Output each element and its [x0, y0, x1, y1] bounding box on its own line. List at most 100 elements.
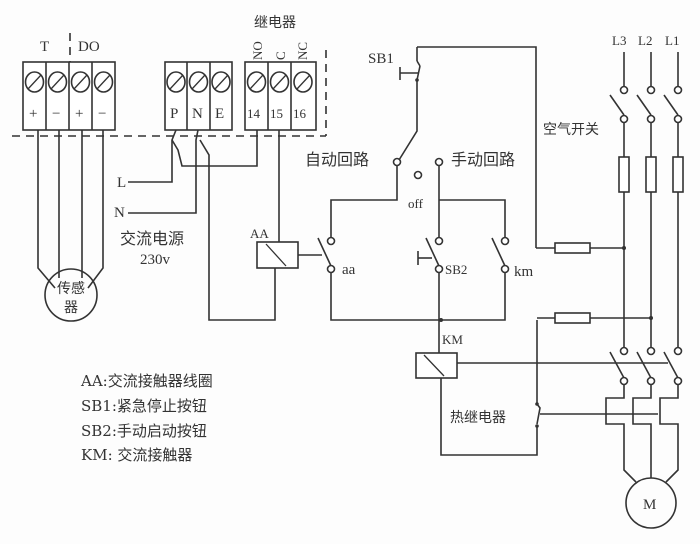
contactor-blade	[636, 351, 652, 379]
phase-l2: L2	[638, 33, 652, 48]
km-coil-label: KM	[442, 332, 463, 347]
km-coil-box	[415, 352, 458, 379]
air-switch-terminal	[619, 114, 629, 124]
relay-terminal-14: 14	[247, 106, 261, 121]
air-switch-terminal	[619, 85, 629, 95]
main-fuse	[618, 156, 630, 193]
control-fuse-1	[554, 242, 591, 254]
relay-title: 继电器	[254, 15, 296, 31]
terminal-plus-1: +	[29, 106, 37, 122]
motor-label: M	[643, 497, 656, 513]
label-do: DO	[78, 39, 100, 55]
contactor-terminal	[646, 376, 656, 386]
terminal-block-sensor: T DO + − + −	[22, 39, 116, 131]
air-switch-blade	[636, 94, 652, 116]
air-switch-terminal	[673, 85, 683, 95]
aa-coil: AA	[250, 226, 322, 269]
power-voltage: 230v	[140, 252, 171, 268]
air-switch-terminal	[673, 114, 683, 124]
screw-terminal	[47, 71, 68, 93]
screw-terminal	[93, 71, 114, 93]
air-switch-blade	[663, 94, 679, 116]
km-coil: KM	[415, 332, 668, 456]
relay-terminal-16: 16	[293, 106, 307, 121]
air-switch-blade	[609, 94, 625, 116]
km-contact-label: km	[514, 264, 534, 280]
relay-terminal-15: 15	[270, 106, 283, 121]
screw-terminal	[188, 71, 209, 93]
screw-terminal	[70, 71, 91, 93]
terminal-block-relay: 继电器 NO C NC 14 15 16	[244, 15, 317, 131]
screw-terminal	[269, 71, 290, 93]
relay-label-nc: NC	[295, 42, 310, 60]
control-fuses	[536, 242, 653, 324]
phase-lines	[605, 52, 684, 483]
legend: AA:交流接触器线圈 SB1:紧急停止按钮 SB2:手动启动按钮 KM: 交流接…	[80, 372, 213, 464]
air-switch-terminal	[646, 114, 656, 124]
main-fuse	[645, 156, 657, 193]
label-l: L	[117, 175, 126, 191]
manual-circuit-label: 手动回路	[451, 150, 515, 169]
phase-l1: L1	[665, 33, 679, 48]
sb2-label: SB2	[445, 262, 467, 277]
label-n: N	[114, 205, 125, 221]
contactor-blade	[663, 351, 679, 379]
terminal-minus-1: −	[52, 106, 60, 122]
thermal-relay-contact: 热继电器	[450, 320, 658, 428]
terminal-e: E	[215, 106, 224, 122]
legend-item: SB2:手动启动按钮	[81, 422, 207, 440]
contactor-terminal	[619, 376, 629, 386]
terminal-n: N	[192, 106, 203, 122]
sb1-label: SB1	[368, 51, 394, 67]
relay-label-no: NO	[250, 41, 265, 60]
contactor-terminal	[673, 376, 683, 386]
label-t: T	[40, 39, 49, 55]
motor-lead	[665, 465, 679, 483]
thermal-element	[632, 385, 652, 465]
aa-contact: aa	[317, 166, 442, 321]
thermal-element	[605, 385, 625, 465]
controller-enclosure	[12, 33, 327, 137]
thermal-relay-label: 热继电器	[450, 410, 506, 426]
sb1-switch: SB1	[368, 46, 537, 248]
phase-l3: L3	[612, 33, 626, 48]
manual-branch: SB2 km	[417, 166, 534, 358]
power-name: 交流电源	[120, 229, 184, 248]
screw-terminal	[246, 71, 267, 93]
power-input: L N 交流电源 230v	[114, 129, 280, 321]
contactor-terminal	[646, 346, 656, 356]
legend-item: KM: 交流接触器	[81, 446, 192, 464]
sensor-circle	[44, 268, 98, 322]
contactor-terminal	[619, 346, 629, 356]
aa-coil-box	[256, 241, 299, 269]
off-label: off	[408, 196, 424, 211]
aa-coil-label: AA	[250, 226, 269, 241]
legend-item: SB1:紧急停止按钮	[81, 397, 207, 415]
screw-terminal	[24, 71, 45, 93]
thermal-element	[659, 385, 679, 465]
sensor-wires: 传感 器	[37, 130, 104, 322]
air-switch-label: 空气开关	[543, 122, 599, 138]
terminal-block-power: P N E	[164, 61, 233, 131]
legend-item: AA:交流接触器线圈	[80, 372, 213, 390]
terminal-minus-2: −	[98, 106, 106, 122]
relay-label-c: C	[273, 51, 288, 60]
motor-lead	[623, 465, 637, 483]
auto-circuit-label: 自动回路	[305, 150, 369, 169]
control-fuse-2	[554, 312, 591, 324]
aa-contact-label: aa	[342, 262, 356, 278]
screw-terminal	[166, 71, 186, 93]
sensor-label-1: 传感	[57, 280, 85, 297]
sensor-label-2: 器	[64, 300, 78, 316]
motor-circle	[625, 477, 677, 529]
screw-terminal	[293, 71, 313, 93]
terminal-p: P	[170, 106, 178, 122]
contactor-blade	[609, 351, 625, 379]
mode-selector: 自动回路 手动回路 off	[305, 150, 515, 211]
terminal-plus-2: +	[75, 106, 83, 122]
contactor-terminal	[673, 346, 683, 356]
main-fuse	[672, 156, 684, 193]
motor: M	[625, 477, 677, 529]
